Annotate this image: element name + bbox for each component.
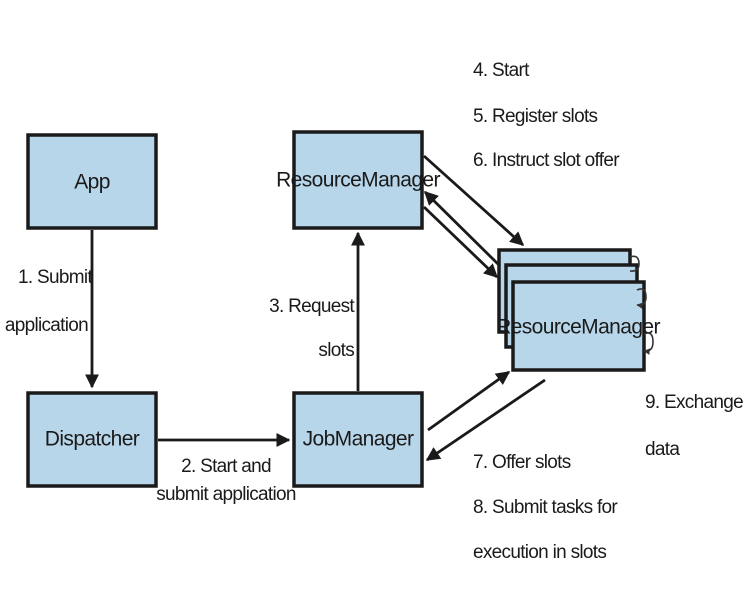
task-manager-stack: ResourceManager: [496, 248, 661, 372]
arrow-rm-start-tm: [423, 154, 525, 247]
job-manager-node: JobManager: [292, 391, 424, 488]
loop-arrow-2: [636, 288, 647, 309]
resource-manager-label: ResourceManager: [276, 169, 440, 192]
arrow-tm-register-slots: [424, 191, 501, 267]
step-3-label-line2: slots: [318, 340, 354, 361]
dispatcher-node: Dispatcher: [26, 391, 158, 488]
arrow-jm-submit-tasks: [427, 370, 511, 432]
step-8-label-line1: 8. Submit tasks for: [473, 497, 618, 518]
task-manager-front-box: [511, 280, 646, 372]
step-7-label: 7. Offer slots: [473, 452, 571, 473]
loop-arrow-1: [629, 255, 640, 272]
step-1-label-line2: application: [5, 315, 88, 336]
resource-manager-node: ResourceManager: [276, 130, 441, 230]
app-node: App: [26, 133, 158, 230]
step-3-label-line1: 3. Request: [269, 296, 355, 317]
arrow-rm-instruct-offer: [423, 205, 499, 279]
task-manager-label: ResourceManager: [496, 316, 660, 339]
step-8-label-line2: execution in slots: [473, 542, 606, 563]
arrow-tm-offer-slots: [425, 378, 546, 462]
step-5-label: 5. Register slots: [473, 106, 598, 127]
loop-arrow-3: [643, 332, 654, 355]
app-label: App: [74, 171, 110, 194]
step-6-label: 6. Instruct slot offer: [473, 150, 620, 171]
exchange-data-loops: [629, 255, 654, 355]
step-2-label-line2: submit application: [156, 484, 296, 505]
step-9-label-line2: data: [645, 439, 680, 460]
step-9-label-line1: 9. Exchange: [645, 392, 743, 413]
dispatcher-label: Dispatcher: [45, 428, 140, 451]
step-4-label: 4. Start: [473, 60, 530, 81]
step-1-label-line1: 1. Submit: [18, 267, 93, 288]
step-2-label-line1: 2. Start and: [181, 456, 271, 477]
job-manager-label: JobManager: [303, 428, 414, 451]
